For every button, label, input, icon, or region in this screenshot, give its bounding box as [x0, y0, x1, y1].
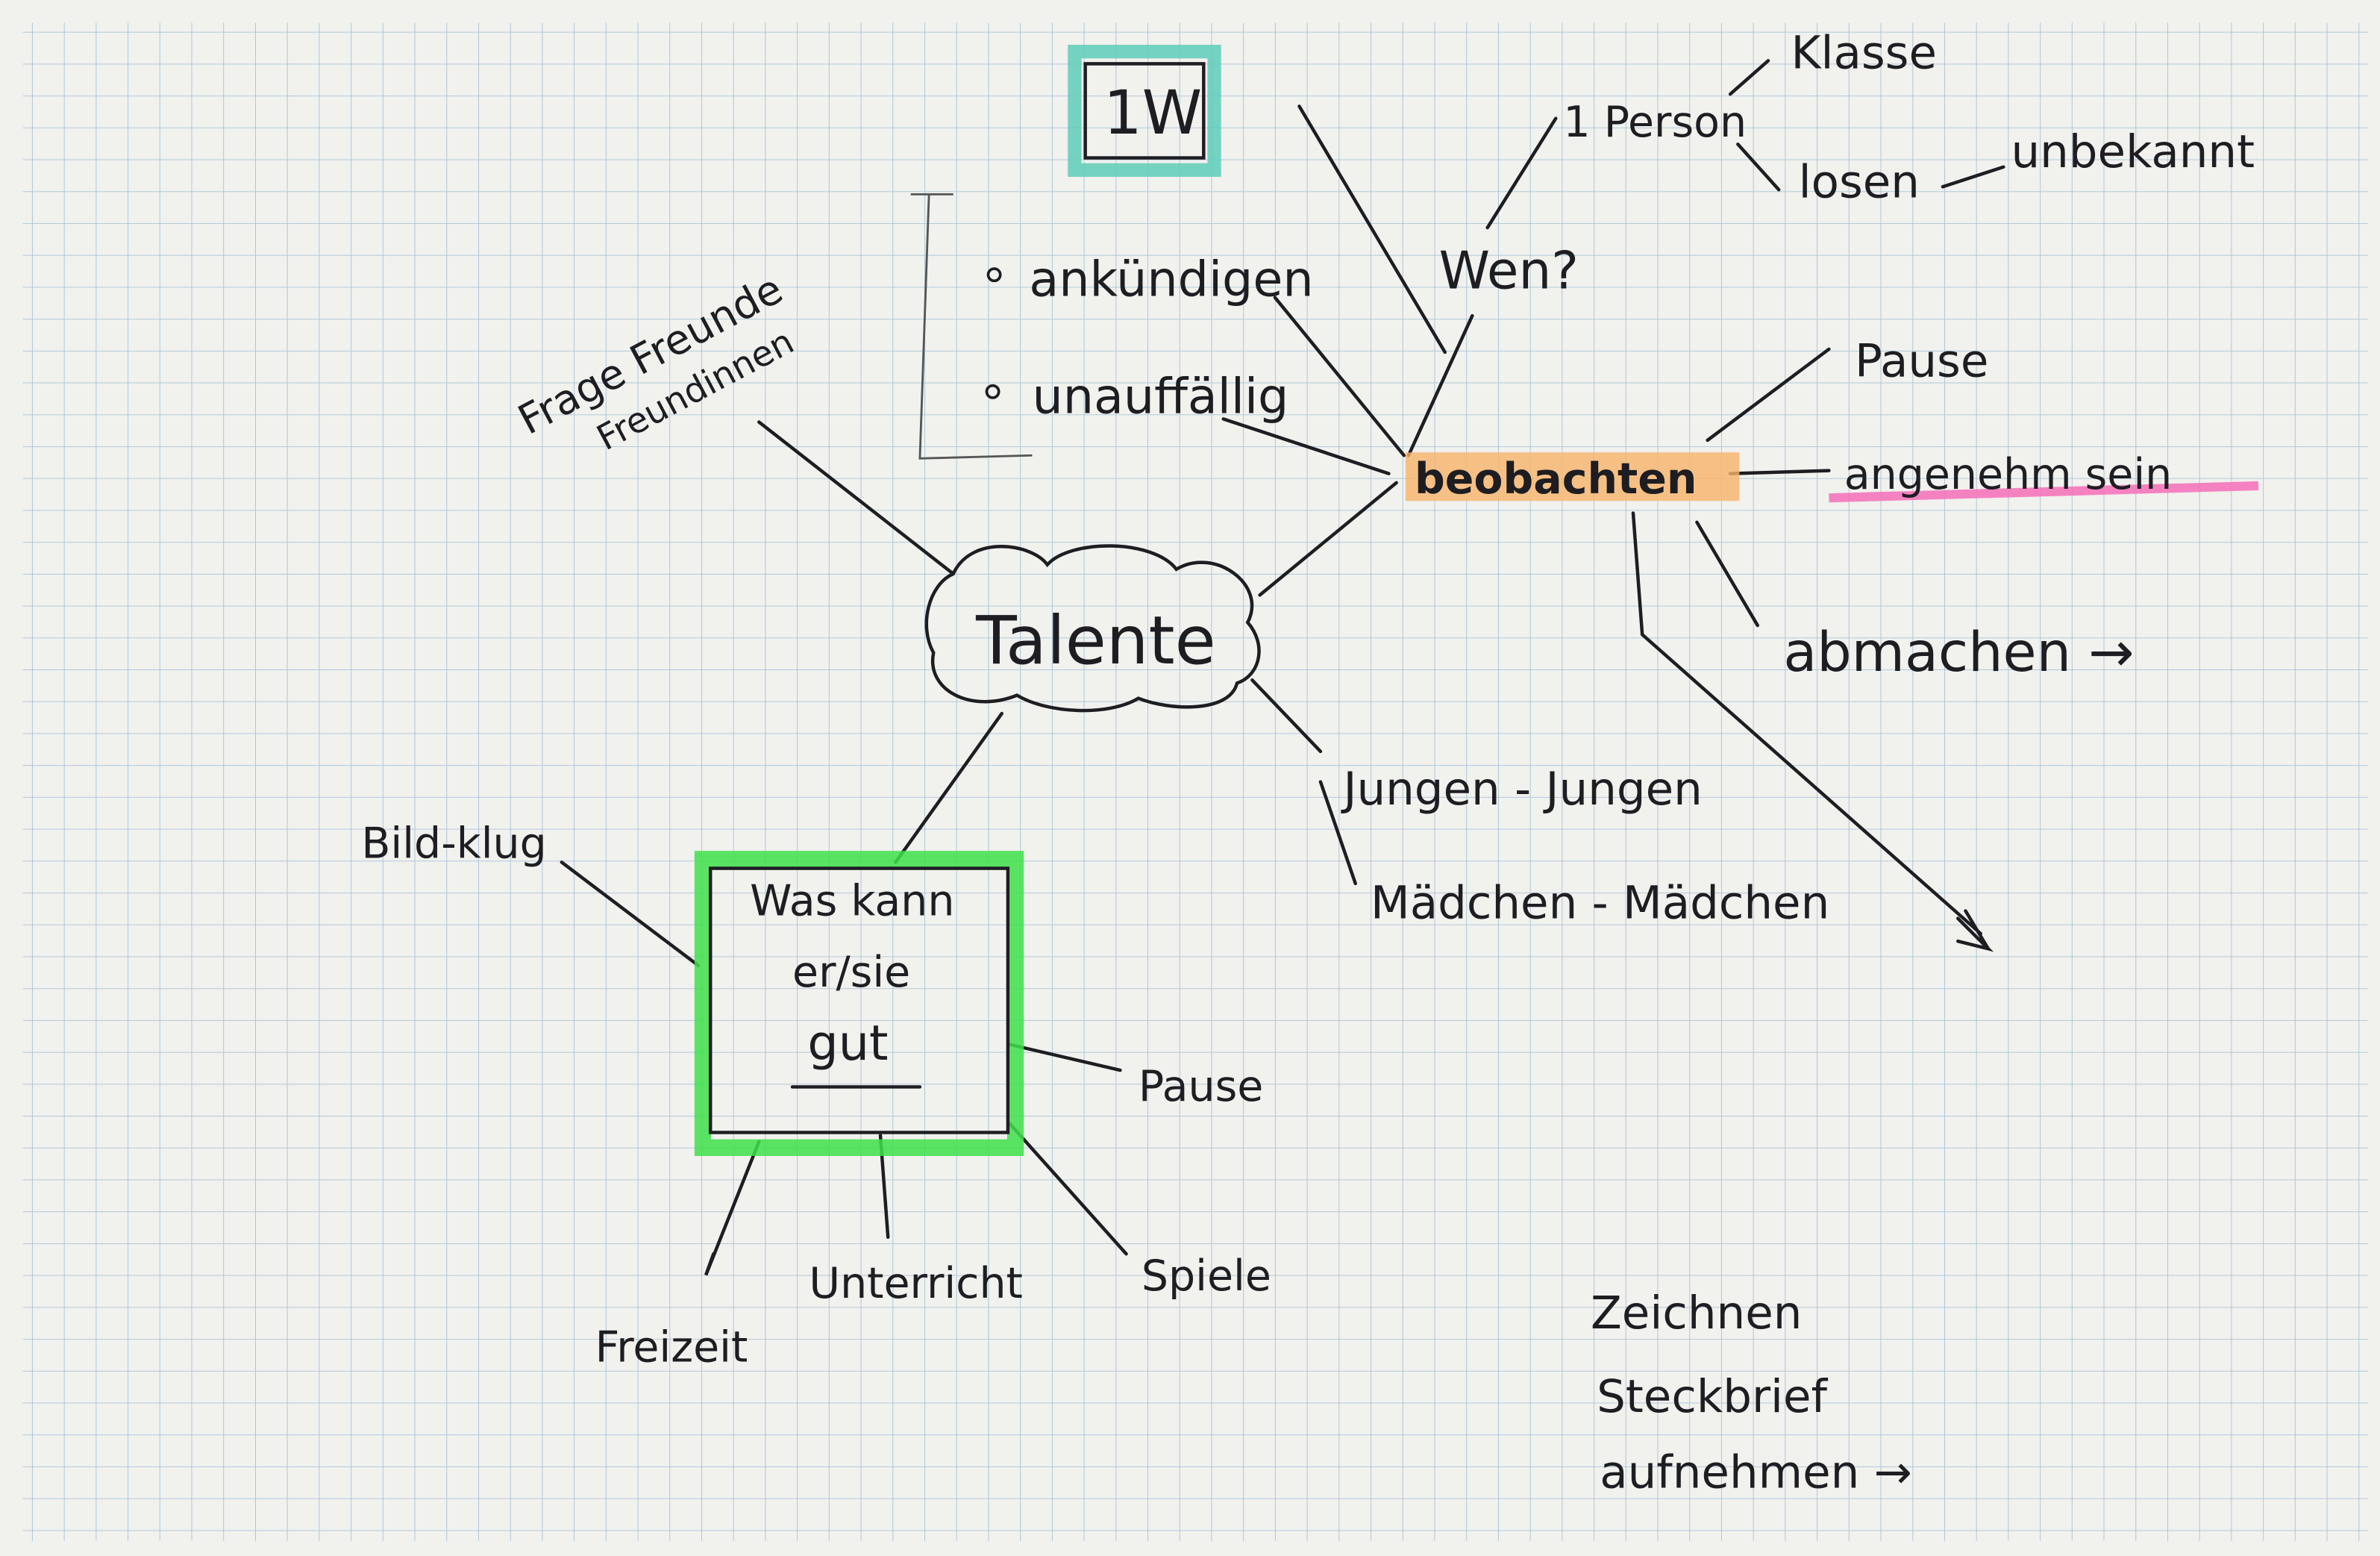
pause-label: Pause	[1855, 334, 1988, 387]
bild-klug-label: Bild-klug	[361, 819, 546, 868]
observe-node: beobachten	[1415, 454, 1697, 504]
spiele-label: Spiele	[1142, 1252, 1271, 1301]
abmachen-label: abmachen →	[1783, 621, 2134, 684]
talente-cloud	[924, 544, 1261, 713]
skills-line: Was kann	[750, 877, 954, 926]
unbekannt-label: unbekannt	[2011, 125, 2255, 178]
grid-lines	[22, 22, 2368, 1541]
jungen-label: Jungen - Jungen	[1340, 763, 1702, 816]
skills-box-outline	[708, 866, 1010, 1134]
skills-line: gut	[807, 1016, 888, 1072]
bullet-icon	[985, 384, 1000, 399]
skills-pause-label: Pause	[1139, 1062, 1263, 1111]
maedchen-label: Mädchen - Mädchen	[1371, 877, 1829, 930]
connector-lines	[560, 59, 2005, 1276]
bracket-item: unauffällig	[1032, 369, 1288, 425]
note-line: Steckbrief	[1597, 1370, 1828, 1423]
person-label: 1 Person	[1563, 98, 1747, 147]
bullet-icon	[986, 267, 1002, 283]
orange-highlight	[1405, 452, 1740, 502]
note-line: aufnehmen →	[1600, 1446, 1912, 1499]
skills-line: er/sie	[792, 948, 910, 997]
teal-highlight-box	[1068, 45, 1221, 177]
freizeit-label: Freizeit	[595, 1323, 748, 1372]
center-topic: Talente	[975, 602, 1216, 680]
note-line: Zeichnen	[1591, 1287, 1802, 1340]
angenehm-label: angenehm sein	[1844, 450, 2173, 499]
pink-underline	[1829, 481, 2259, 503]
bracket	[910, 193, 1033, 460]
green-highlight-box	[694, 851, 1024, 1157]
wen-label: Wen?	[1439, 241, 1579, 301]
klasse-label: Klasse	[1791, 27, 1937, 80]
top-box-outline	[1083, 62, 1206, 160]
losen-label: losen	[1799, 155, 1920, 208]
top-box-label: 1W	[1103, 78, 1202, 149]
bracket-item: ankündigen	[1029, 252, 1313, 308]
unterricht-label: Unterricht	[809, 1259, 1022, 1308]
